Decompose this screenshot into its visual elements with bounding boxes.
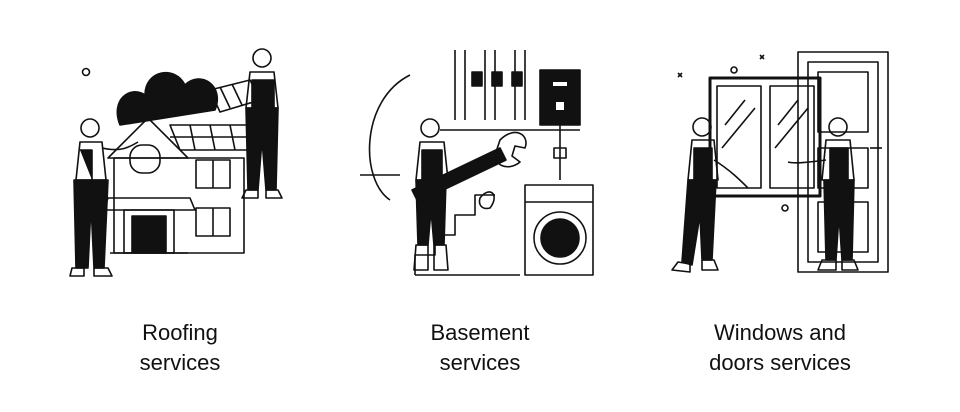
basement-panel: Basement services — [320, 0, 640, 412]
windows-doors-panel: Windows and doors services — [620, 0, 940, 412]
windows-doors-icon — [671, 51, 889, 273]
windows-doors-caption-line1: Windows and — [713, 320, 847, 345]
roofing-panel: Roofing services — [20, 0, 340, 412]
roofing-icon — [69, 48, 283, 277]
basement-caption-line2: services — [439, 350, 521, 375]
roofing-caption-line2: services — [139, 350, 221, 375]
windows-doors-caption-line2: doors services — [709, 350, 851, 375]
roofing-caption: Roofing services — [20, 318, 340, 378]
basement-icon — [360, 50, 594, 276]
basement-caption: Basement services — [320, 318, 640, 378]
roofing-caption-line1: Roofing — [142, 320, 218, 345]
windows-doors-caption: Windows and doors services — [620, 318, 940, 378]
basement-caption-line1: Basement — [430, 320, 530, 345]
